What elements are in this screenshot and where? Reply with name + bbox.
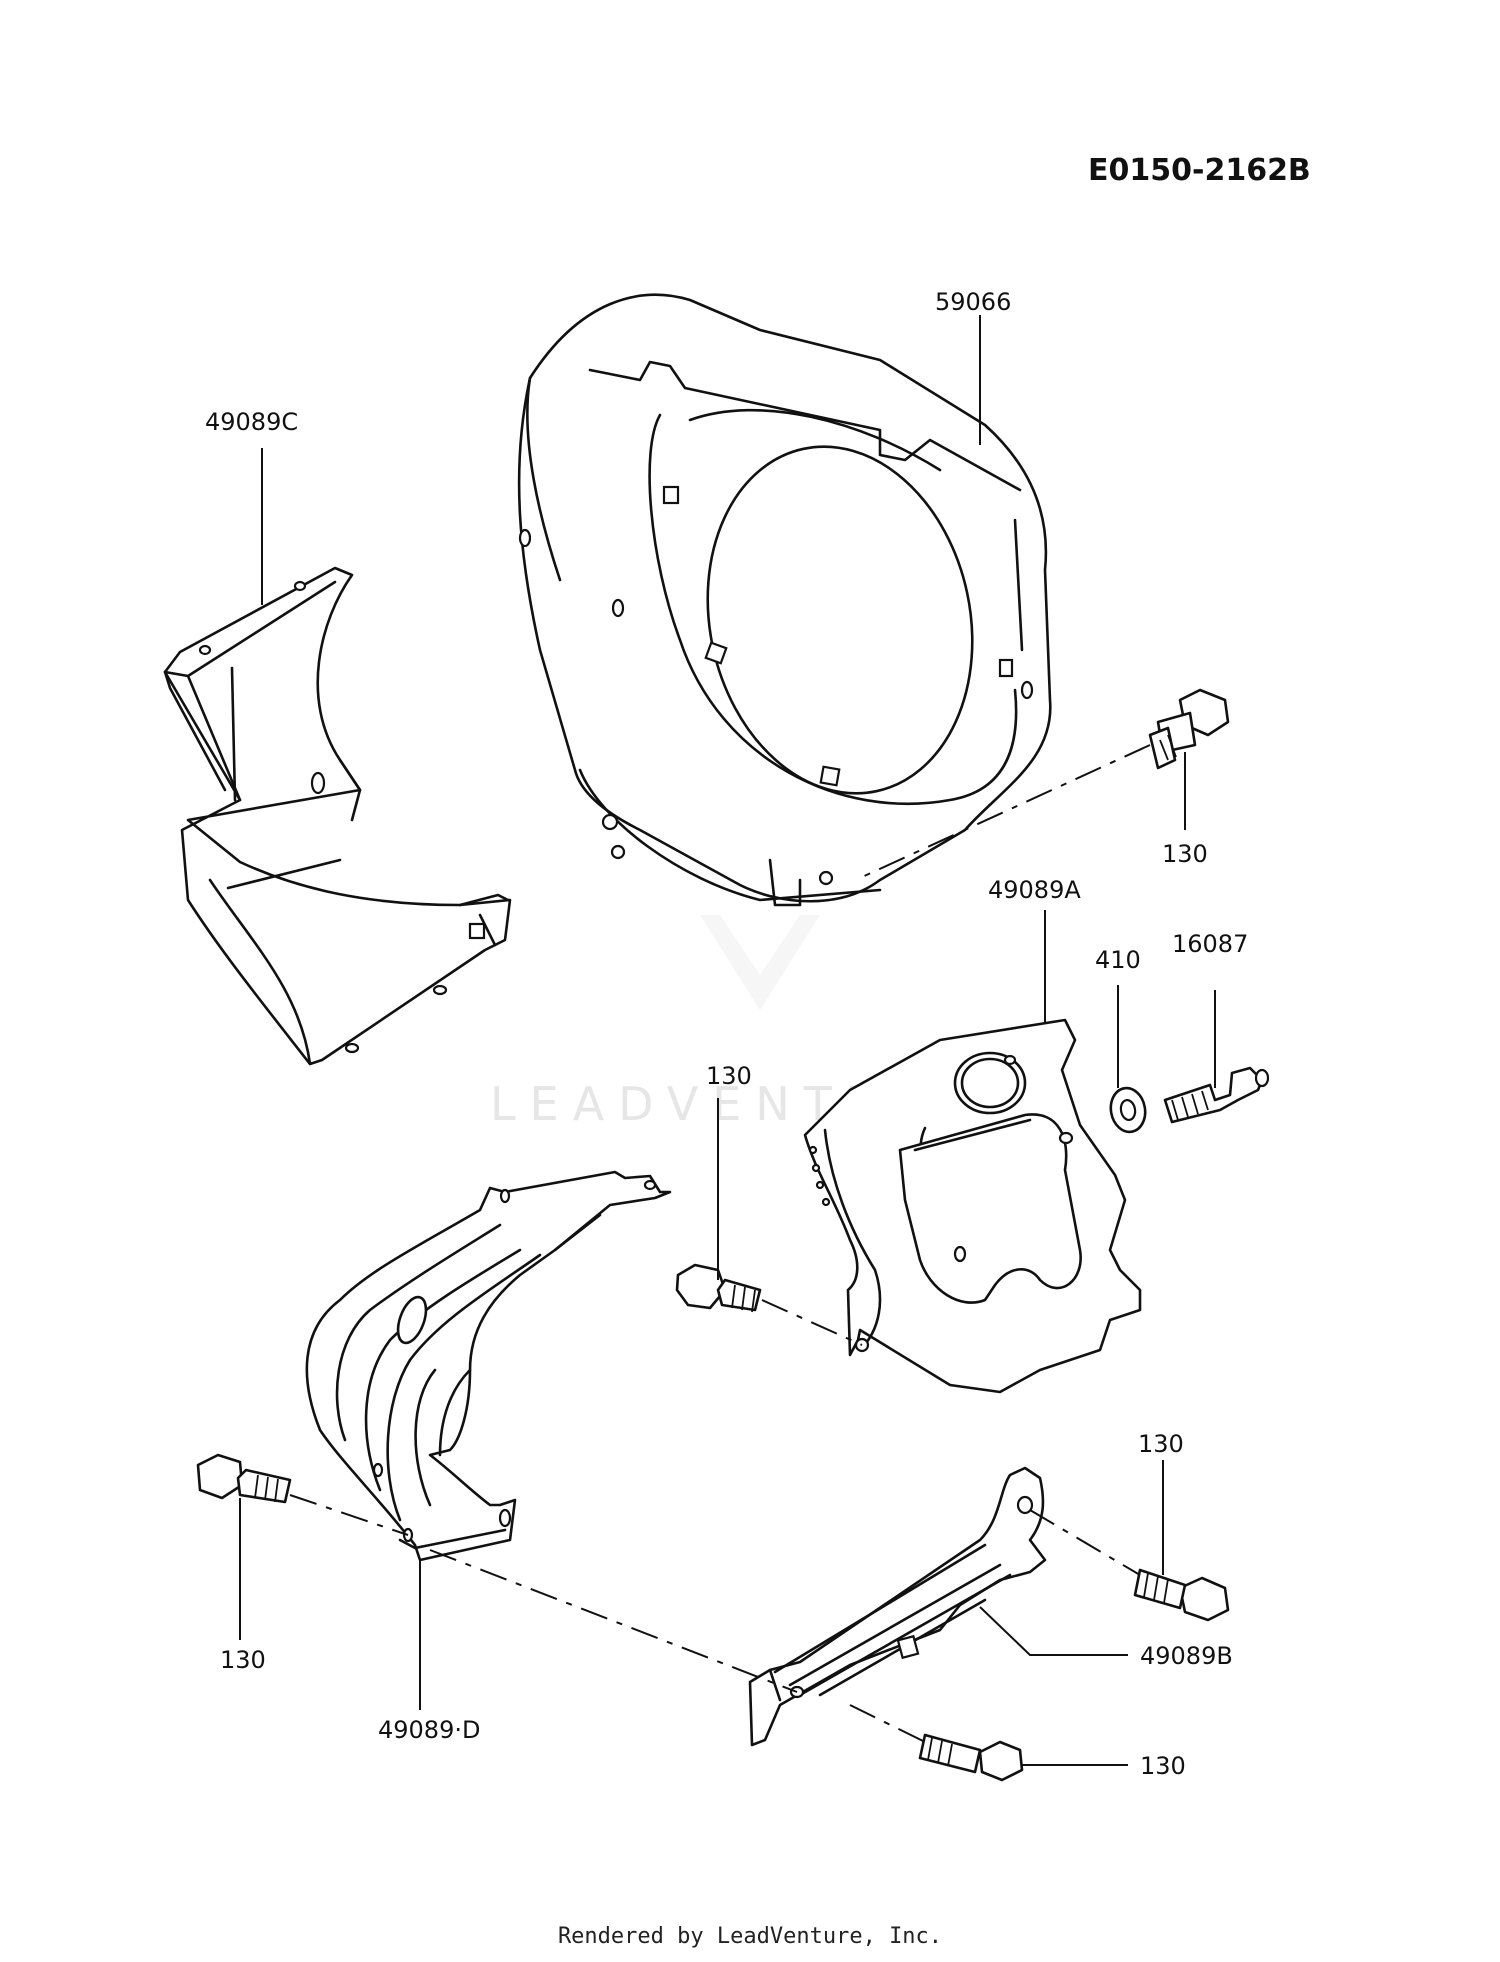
plate-49089b[interactable] (748, 1466, 1047, 1747)
washer-410[interactable] (1107, 1085, 1148, 1134)
leader-49089b (979, 1606, 1128, 1656)
label-49089b: 49089B (1140, 1642, 1233, 1670)
assembly-line-d-to-b (429, 1549, 798, 1693)
bolt-130-a[interactable] (1148, 688, 1230, 770)
bolt-130-b[interactable] (675, 1263, 762, 1313)
diagram-code: E0150-2162B (1088, 153, 1311, 188)
label-49089d: 49089·D (378, 1716, 480, 1744)
plate-49089d[interactable] (305, 1170, 672, 1562)
assembly-line-b-right (1029, 1509, 1141, 1576)
label-59066: 59066 (935, 288, 1011, 316)
bolt-130-c[interactable] (196, 1453, 292, 1504)
bolt-130-d[interactable] (1133, 1568, 1230, 1622)
label-49089c: 49089C (205, 408, 298, 436)
label-130-b: 130 (706, 1062, 752, 1090)
plate-49089c[interactable] (163, 566, 512, 1066)
label-130-a: 130 (1162, 840, 1208, 868)
label-49089a: 49089A (988, 876, 1081, 904)
label-130-c: 130 (220, 1646, 266, 1674)
nipple-16087[interactable] (1163, 1066, 1270, 1124)
assembly-line-plate-a (761, 1299, 863, 1346)
footer-credit: Rendered by LeadVenture, Inc. (557, 1924, 943, 1949)
plate-49089a[interactable] (803, 1018, 1142, 1394)
label-130-d: 130 (1138, 1430, 1184, 1458)
assembly-line-plate-d (289, 1494, 409, 1536)
bolt-130-e[interactable] (918, 1733, 1024, 1782)
label-410: 410 (1095, 946, 1141, 974)
label-16087: 16087 (1172, 930, 1248, 958)
assembly-line-b-bottom (849, 1704, 926, 1743)
fan-shroud-59066[interactable] (517, 293, 1052, 907)
label-130-e: 130 (1140, 1752, 1186, 1780)
